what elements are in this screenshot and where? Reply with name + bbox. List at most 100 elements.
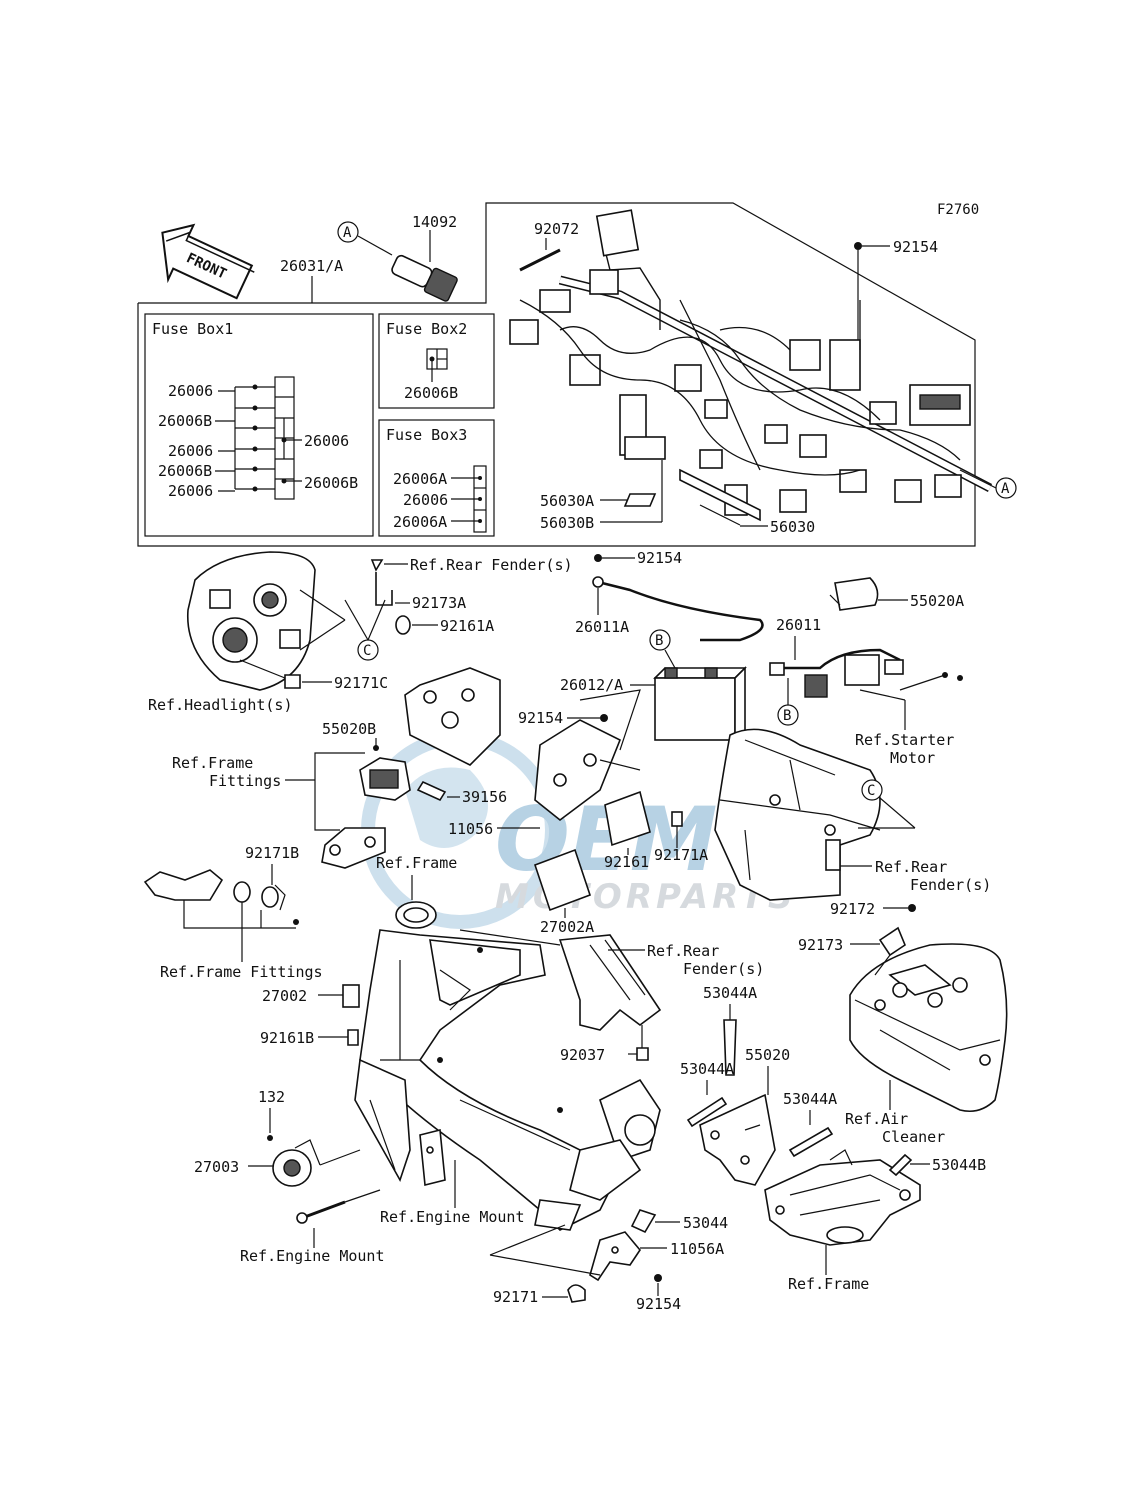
label-ref-frame-1: Ref.Frame (376, 854, 457, 872)
part-92171 (567, 1284, 586, 1303)
label-26012a: 26012/A (560, 676, 623, 694)
harness-frame (137, 202, 976, 547)
svg-text:C: C (867, 783, 875, 799)
engine-mount-bolt (296, 1200, 346, 1224)
svg-text:26006: 26006 (168, 482, 213, 500)
figure-code: F2760 (937, 202, 979, 218)
label-ref-rear-fender-2b: Fender(s) (910, 876, 991, 894)
part-92161 (604, 790, 651, 847)
rear-fender-bracket (558, 934, 662, 1031)
fuse-box2-title: Fuse Box2 (386, 320, 467, 338)
part-39156 (416, 780, 447, 802)
part-92037 (636, 1047, 649, 1061)
label-92172: 92172 (830, 900, 875, 918)
svg-text:26006B: 26006B (304, 474, 358, 492)
label-92171: 92171 (493, 1288, 538, 1306)
svg-text:B: B (655, 633, 663, 649)
label-ref-frame-fit-2: Fittings (209, 772, 281, 790)
label-55020a: 55020A (910, 592, 964, 610)
part-92161b (347, 1029, 359, 1046)
frame-fittings-bracket (143, 869, 299, 925)
main-frame (354, 901, 661, 1231)
label-92154-mid: 92154 (637, 549, 682, 567)
label-53044b: 53044B (932, 1156, 986, 1174)
label-92173: 92173 (798, 936, 843, 954)
label-55020b: 55020B (322, 720, 376, 738)
label-92072: 92072 (534, 220, 579, 238)
bolt-92154-c (600, 714, 608, 722)
svg-text:A: A (343, 225, 352, 241)
rear-subframe (764, 1149, 921, 1246)
part-55020a (834, 577, 879, 611)
fuse-box1-title: Fuse Box1 (152, 320, 233, 338)
label-26011a: 26011A (575, 618, 629, 636)
cover-55020b (404, 667, 501, 766)
label-55020: 55020 (745, 1046, 790, 1064)
part-26011 (769, 648, 904, 698)
main-harness (509, 209, 993, 526)
watermark-main: OEM (495, 788, 718, 891)
front-arrow-icon: FRONT (161, 223, 255, 300)
fuse-box2: Fuse Box2 26006B (378, 313, 495, 409)
label-ref-rear-fender-3b: Fender(s) (683, 960, 764, 978)
air-cleaner (849, 943, 1008, 1113)
part-92161a (395, 615, 411, 635)
svg-text:B: B (783, 708, 791, 724)
part-26011a (597, 580, 764, 642)
bolt-92154-bot (654, 1274, 662, 1282)
ecu-bracket-lower (321, 827, 386, 869)
bracket-11056a (589, 1231, 641, 1282)
label-92171b: 92171B (245, 844, 299, 862)
label-ref-rear-fender-3a: Ref.Rear (647, 942, 719, 960)
label-132: 132 (258, 1088, 285, 1106)
label-ref-starter-2: Motor (890, 749, 935, 767)
label-39156: 39156 (462, 788, 507, 806)
label-92173a: 92173A (412, 594, 466, 612)
label-92154-top: 92154 (893, 238, 938, 256)
label-ref-rear-fender-1: Ref.Rear Fender(s) (410, 556, 573, 574)
part-53044b (888, 1153, 913, 1177)
label-92171c: 92171C (334, 674, 388, 692)
label-14092: 14092 (412, 213, 457, 231)
label-53044: 53044 (683, 1214, 728, 1232)
part-14092 (391, 254, 458, 302)
part-92173a (375, 572, 393, 606)
label-92171a: 92171A (654, 846, 708, 864)
fuse-box3-title: Fuse Box3 (386, 426, 467, 444)
label-ref-frame-fittings: Ref.Frame Fittings (160, 963, 323, 981)
svg-text:26006: 26006 (304, 432, 349, 450)
battery-tray (714, 728, 881, 901)
headlight-assembly (186, 551, 346, 691)
part-53044a-2 (686, 1096, 728, 1128)
svg-text:26006B: 26006B (158, 462, 212, 480)
callout-a-top: A (337, 221, 393, 256)
label-26031a: 26031/A (280, 257, 343, 275)
callout-b-battery: B (649, 629, 676, 669)
label-27002: 27002 (262, 987, 307, 1005)
label-26011: 26011 (776, 616, 821, 634)
part-92171c (284, 674, 301, 689)
part-27002 (342, 984, 360, 1008)
label-92161b: 92161B (260, 1029, 314, 1047)
bolt-92154-top (854, 242, 862, 250)
svg-text:26006A: 26006A (393, 513, 447, 531)
fuse-box3: Fuse Box3 26006A 26006 26006A (378, 419, 495, 537)
callout-c-left: C (344, 599, 386, 661)
part-92171a (671, 811, 683, 827)
label-ref-headlight: Ref.Headlight(s) (148, 696, 293, 714)
ecu-bracket-upper (359, 757, 411, 801)
label-11056: 11056 (448, 820, 493, 838)
battery-26012a (653, 666, 747, 742)
svg-text:C: C (363, 643, 371, 659)
label-56030a: 56030A (540, 492, 594, 510)
bolt-92172 (908, 904, 916, 912)
svg-text:A: A (1001, 481, 1010, 497)
label-53044a-1: 53044A (703, 984, 757, 1002)
label-53044a-3: 53044A (783, 1090, 837, 1108)
label-ref-frame-2: Ref.Frame (788, 1275, 869, 1293)
svg-text:26006: 26006 (168, 382, 213, 400)
label-ref-frame-fit-1: Ref.Frame (172, 754, 253, 772)
svg-text:26006A: 26006A (393, 470, 447, 488)
label-92154-c: 92154 (518, 709, 563, 727)
